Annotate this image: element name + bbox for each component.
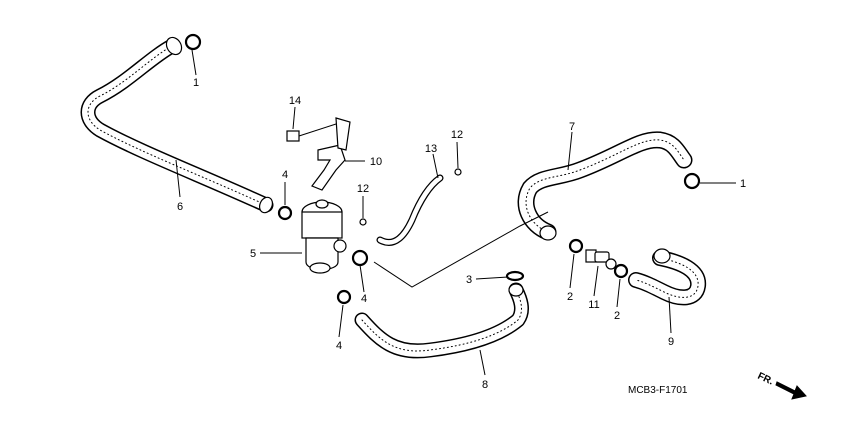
callout-14: 14 bbox=[289, 95, 301, 107]
callout-10: 10 bbox=[370, 156, 382, 168]
callout-9: 9 bbox=[668, 336, 674, 348]
callout-3: 3 bbox=[466, 274, 472, 286]
callout-4-middle: 4 bbox=[361, 293, 367, 305]
hose-8 bbox=[354, 282, 529, 359]
diagram-code: MCB3-F1701 bbox=[628, 385, 688, 396]
callout-8: 8 bbox=[482, 379, 488, 391]
callout-5: 5 bbox=[250, 248, 256, 260]
callout-4-upper: 4 bbox=[282, 169, 288, 181]
hose-6 bbox=[80, 36, 274, 214]
callout-12-upper: 12 bbox=[451, 129, 463, 141]
callout-1-upper: 1 bbox=[193, 77, 199, 89]
clamps bbox=[184, 33, 701, 305]
callout-4-lower: 4 bbox=[336, 340, 342, 352]
hose-9 bbox=[628, 248, 706, 306]
callout-2-right: 2 bbox=[614, 310, 620, 322]
direction-label: FR. bbox=[756, 371, 775, 388]
front-arrow-icon bbox=[775, 381, 807, 400]
callout-2-left: 2 bbox=[567, 291, 573, 303]
callout-6: 6 bbox=[177, 201, 183, 213]
front-direction-indicator: FR. bbox=[756, 371, 807, 400]
callout-13: 13 bbox=[425, 143, 437, 155]
callout-7: 7 bbox=[569, 121, 575, 133]
tube-13 bbox=[376, 174, 444, 246]
callout-11: 11 bbox=[588, 299, 599, 311]
bolt-14 bbox=[286, 123, 337, 142]
joint-11 bbox=[585, 249, 617, 270]
hose-7 bbox=[517, 131, 693, 241]
callout-12-lower: 12 bbox=[357, 183, 369, 195]
callout-labels: 1 1 2 2 3 4 4 4 5 6 7 8 9 10 11 12 12 13… bbox=[177, 77, 746, 391]
callout-1-right: 1 bbox=[740, 178, 746, 190]
valve-bracket bbox=[311, 117, 351, 191]
air-injection-valve bbox=[301, 199, 347, 274]
leader-lines bbox=[175, 49, 736, 376]
